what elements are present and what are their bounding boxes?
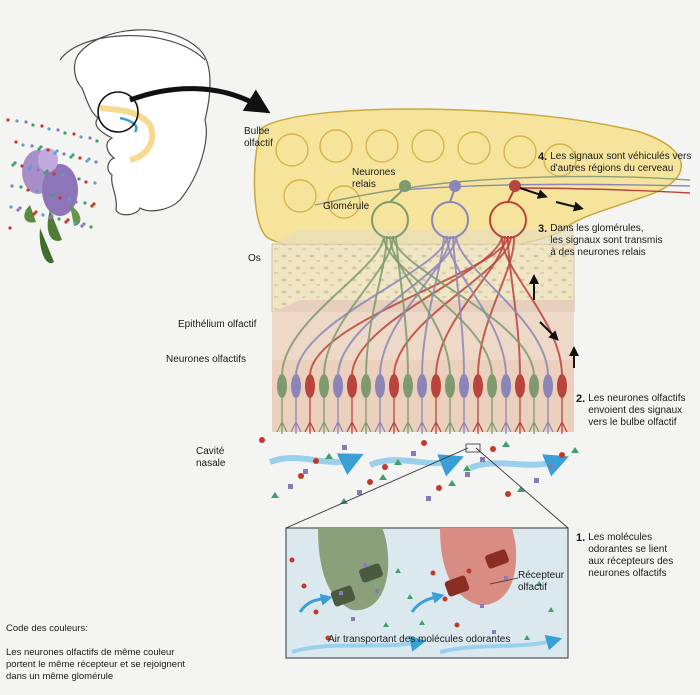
neurones-olfactifs-label: Neurones olfactifs [166,354,247,365]
lilac-flowers [22,148,81,264]
glomerule-label: Glomérule [323,201,370,212]
cavite-label: Cavité nasale [196,446,226,469]
step-3-text: Dans les glomérules, les signaux sont tr… [550,223,663,258]
odor-dots [6,118,99,230]
receptor-red [444,549,509,597]
os-label: Os [248,253,261,264]
step-2-number: 2. [576,393,586,405]
olfaction-diagram [6,29,691,659]
signal-arrows [519,187,584,368]
head-profile [59,29,271,216]
step-4: 4. Les signaux sont véhiculés vers d'aut… [538,151,691,175]
bulbe-label: Bulbe olfactif [244,126,273,149]
relay-neurons [314,175,691,206]
legend-text: Les neurones olfactifs de même couleur p… [6,647,186,682]
receptor-green [330,563,383,607]
receptor-inset [285,527,569,659]
zoom-line-right [475,447,569,529]
cavity-odor-molecules [259,437,579,504]
olfactory-neurons [276,235,568,434]
air-label: Air transportant des molécules odorantes [328,634,511,645]
legend-title: Code des couleurs: [6,623,88,634]
step-4-text: Les signaux sont véhiculés vers d'autres… [550,151,692,174]
step-1-text: Les molécules odorantes se lient aux réc… [588,532,674,579]
recepteur-label: Récepteur olfactif [518,570,565,593]
step-1-number: 1. [576,532,586,544]
step-3: 3. Dans les glomérules, les signaux sont… [538,223,662,259]
step-2: 2. Les neurones olfactifs envoient des s… [576,393,685,429]
zoom-line-left [285,447,469,529]
epithelium-label: Epithélium olfactif [178,319,257,330]
step-3-number: 3. [538,223,548,235]
color-legend: Code des couleurs: Les neurones olfactif… [6,611,185,695]
step-4-number: 4. [538,151,548,163]
step-2-text: Les neurones olfactifs envoient des sign… [588,393,686,428]
step-1: 1. Les molécules odorantes se lient aux … [576,532,673,580]
neurones-relais-label: Neurones relais [352,167,396,190]
